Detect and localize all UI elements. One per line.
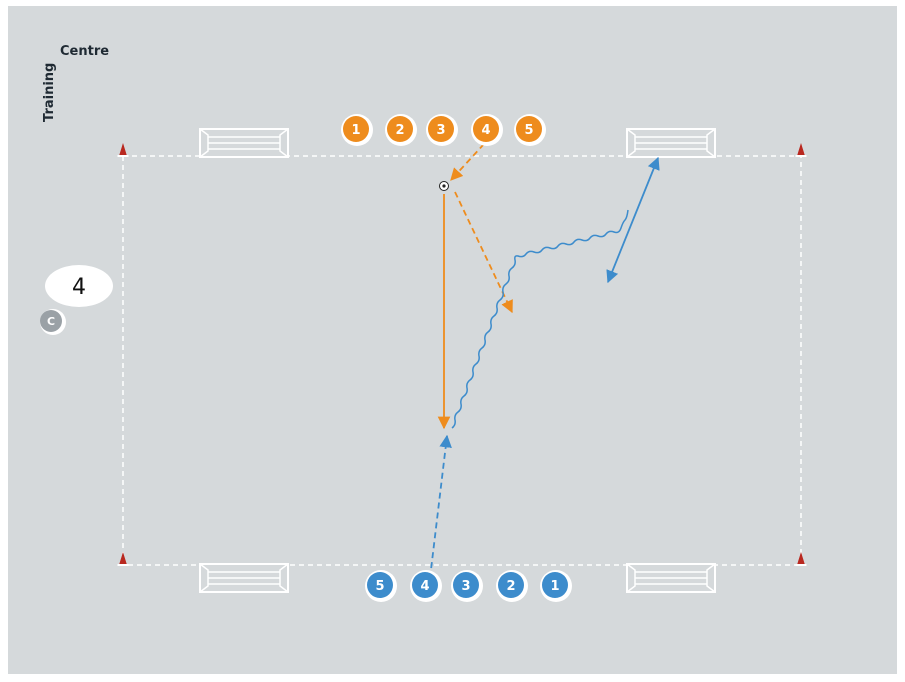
player-marker: 1 — [540, 570, 572, 602]
cone-icon — [795, 552, 807, 566]
mini-goal-icon — [199, 128, 289, 158]
blue-support-run-line — [429, 434, 452, 579]
player-number: 5 — [375, 579, 384, 594]
player-marker: 4 — [471, 114, 503, 146]
callout-bubble: 4 — [45, 265, 113, 307]
cone-icon — [117, 552, 129, 566]
diagram-background — [8, 6, 897, 674]
mini-goal-icon — [626, 563, 716, 593]
player-marker: 2 — [385, 114, 417, 146]
player-marker: 2 — [496, 570, 528, 602]
player-number: 3 — [461, 579, 470, 594]
cone-icon — [117, 143, 129, 157]
player-marker: 5 — [514, 114, 546, 146]
mini-goal-icon — [199, 563, 289, 593]
player-marker: 3 — [426, 114, 458, 146]
coach-marker: C — [40, 309, 66, 335]
callout-value: 4 — [72, 275, 86, 300]
brand-logo: Training Centre — [42, 44, 109, 122]
player-marker: 1 — [341, 114, 373, 146]
player-number: 2 — [506, 579, 515, 594]
player-marker: 3 — [451, 570, 483, 602]
player-number: 3 — [436, 123, 445, 138]
player-number: 4 — [481, 123, 490, 138]
player-number: 2 — [395, 123, 404, 138]
brand-line1: Training — [42, 63, 57, 122]
orange-pass-line — [450, 143, 485, 181]
blue-team: 5 4 3 2 1 — [365, 570, 572, 602]
blue-run-line — [606, 156, 660, 284]
coach-label: C — [47, 315, 55, 328]
player-marker: 4 — [410, 570, 442, 602]
player-marker: 5 — [365, 570, 397, 602]
player-number: 4 — [420, 579, 429, 594]
cone-icon — [795, 143, 807, 157]
player-number: 1 — [550, 579, 559, 594]
orange-team: 1 2 3 4 5 — [341, 114, 546, 146]
player-number: 5 — [524, 123, 533, 138]
blue-dribble-line — [451, 209, 629, 429]
player-number: 1 — [351, 123, 360, 138]
mini-goal-icon — [626, 128, 716, 158]
soccer-ball-icon — [439, 181, 449, 191]
brand-line2: Centre — [60, 44, 109, 59]
pitch-boundary — [122, 155, 802, 566]
